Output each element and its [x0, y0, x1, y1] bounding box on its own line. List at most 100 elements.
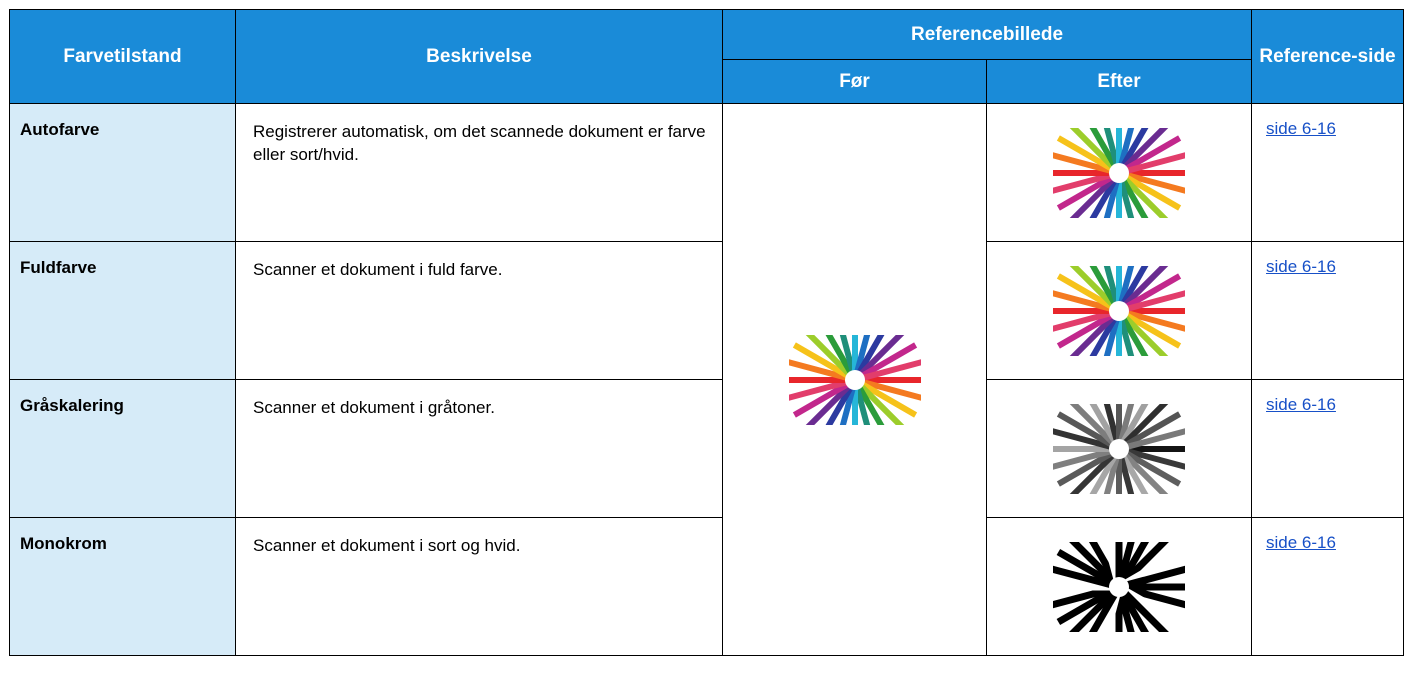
reference-cell: side 6-16	[1251, 241, 1405, 380]
pencil-stroke	[1056, 410, 1114, 448]
pencil-stroke	[1125, 309, 1185, 332]
pencil-stroke	[855, 334, 884, 375]
pencil-stroke	[1089, 403, 1118, 444]
before-image-cell	[722, 103, 987, 656]
pencil-stroke	[1120, 453, 1149, 494]
reference-cell: side 6-16	[1251, 103, 1405, 242]
pencil-stroke	[1056, 173, 1114, 211]
pencil-stroke	[855, 384, 884, 425]
burst-center	[844, 369, 865, 390]
pencil-stroke	[1124, 311, 1182, 349]
reference-link[interactable]: side 6-16	[1266, 257, 1336, 276]
pencil-stroke	[1053, 565, 1113, 588]
after-image-cell	[985, 103, 1253, 242]
pencil-stroke	[1122, 452, 1169, 494]
mode-name: Gråskalering	[9, 379, 236, 518]
pencil-stroke	[1125, 427, 1185, 450]
pencil-stroke	[805, 334, 851, 376]
mode-description: Registrerer automatisk, om det scannede …	[235, 103, 723, 242]
pencil-stroke	[1056, 449, 1114, 487]
pencil-stroke	[1056, 311, 1114, 349]
pencil-stroke	[1069, 452, 1116, 494]
pencil-stroke	[1089, 453, 1118, 494]
table-row: Autofarve Registrerer automatisk, om det…	[9, 103, 1405, 656]
burst-center	[1109, 162, 1129, 183]
pencil-stroke	[1053, 427, 1113, 450]
pencil-stroke	[853, 386, 870, 425]
pencil-stroke	[1125, 565, 1185, 588]
pencil-stroke	[1122, 403, 1169, 445]
header-before: Før	[722, 59, 987, 104]
pencil-stroke	[1053, 171, 1113, 194]
mode-name: Autofarve	[9, 103, 236, 242]
header-reference-image: Referencebillede	[721, 9, 1253, 60]
pencil-stroke	[1118, 127, 1135, 166]
pencil-stroke	[1125, 171, 1185, 194]
pencil-stroke	[1122, 127, 1169, 169]
pencil-stroke	[1120, 127, 1149, 168]
pencil-stroke	[1089, 265, 1118, 306]
pencil-stroke	[1122, 541, 1169, 584]
pencil-stroke	[805, 383, 851, 425]
pencil-stroke	[1069, 314, 1116, 356]
reference-link[interactable]: side 6-16	[1266, 395, 1336, 414]
pencil-stroke	[1118, 265, 1135, 304]
header-after: Efter	[985, 59, 1253, 104]
pencil-stroke	[1053, 151, 1113, 174]
table-row: Monokrom Scanner et dokument i sort og h…	[9, 517, 1405, 656]
color-pencils-burst-icon	[1053, 127, 1185, 218]
reference-cell: side 6-16	[1251, 517, 1405, 656]
pencil-stroke	[788, 378, 848, 401]
monochrome-pencils-burst-icon	[1053, 541, 1185, 632]
pencil-stroke	[1103, 317, 1120, 356]
pencil-stroke	[859, 341, 917, 379]
reference-link[interactable]: side 6-16	[1266, 533, 1336, 552]
pencil-stroke	[1069, 589, 1116, 632]
pencil-stroke	[1122, 176, 1169, 218]
reference-cell: side 6-16	[1251, 379, 1405, 518]
color-mode-table: Farvetilstand Beskrivelse Referencebille…	[9, 9, 1405, 656]
after-image-cell	[985, 241, 1253, 380]
pencil-stroke	[1120, 403, 1149, 444]
pencil-stroke	[1118, 179, 1135, 218]
pencil-stroke	[1069, 127, 1116, 169]
reference-link[interactable]: side 6-16	[1266, 119, 1336, 138]
pencil-stroke	[1103, 403, 1120, 442]
pencil-stroke	[1120, 177, 1149, 218]
pencil-stroke	[1124, 449, 1182, 487]
pencil-stroke	[825, 334, 854, 375]
pencil-stroke	[1103, 541, 1121, 580]
after-image-cell	[985, 379, 1253, 518]
pencil-stroke	[1103, 265, 1120, 304]
pencil-stroke	[1089, 177, 1118, 218]
burst-center	[1109, 300, 1129, 321]
pencil-stroke	[1069, 176, 1116, 218]
pencil-stroke	[1124, 134, 1182, 172]
pencil-stroke	[853, 334, 870, 373]
pencil-stroke	[1089, 127, 1118, 168]
table-row: Gråskalering Scanner et dokument i gråto…	[9, 379, 1405, 518]
pencil-stroke	[861, 358, 921, 381]
header-reference-page: Reference-side	[1251, 9, 1405, 104]
pencil-stroke	[859, 380, 917, 418]
pencil-stroke	[1103, 127, 1120, 166]
pencil-stroke	[1118, 403, 1135, 442]
header-mode: Farvetilstand	[9, 9, 236, 104]
mode-name: Monokrom	[9, 517, 236, 656]
pencil-stroke	[1122, 265, 1169, 307]
color-pencils-burst-icon	[788, 334, 921, 425]
mode-description: Scanner et dokument i sort og hvid.	[235, 517, 723, 656]
mode-name: Fuldfarve	[9, 241, 236, 380]
after-image-cell	[985, 517, 1253, 656]
pencil-stroke	[1069, 265, 1116, 307]
pencil-stroke	[1124, 548, 1182, 586]
pencil-stroke	[861, 378, 921, 401]
pencil-stroke	[1056, 134, 1114, 172]
mode-description: Scanner et dokument i fuld farve.	[235, 241, 723, 380]
pencil-stroke	[1118, 317, 1135, 356]
pencil-stroke	[1088, 591, 1119, 632]
pencil-stroke	[1122, 589, 1169, 632]
pencil-stroke	[1119, 541, 1150, 582]
burst-center	[1109, 438, 1129, 459]
pencil-stroke	[1125, 289, 1185, 312]
